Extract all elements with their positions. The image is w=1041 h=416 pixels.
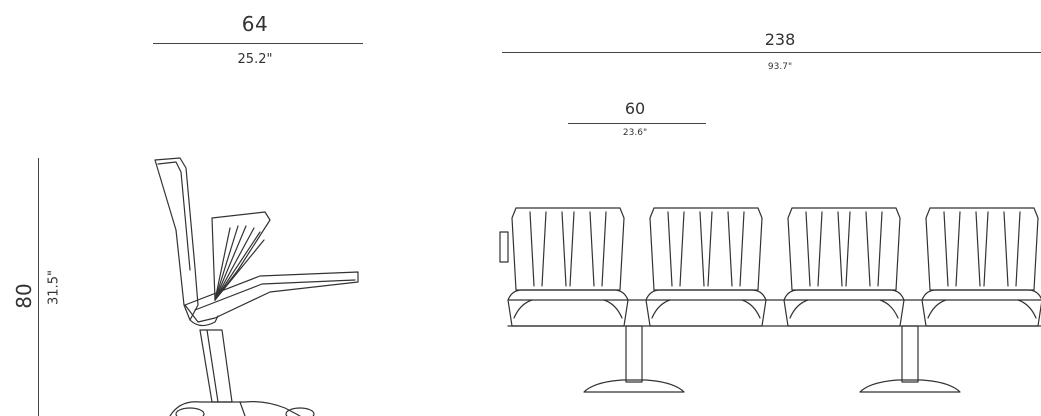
bench-seat <box>507 207 629 327</box>
bench-seat <box>783 207 905 327</box>
height-line <box>38 158 39 416</box>
row-width-cm: 238 <box>764 30 796 49</box>
bench-leg <box>583 325 685 393</box>
seat-width-in: 23.6" <box>622 128 648 138</box>
front-view-bench <box>499 207 1041 393</box>
side-depth-line <box>153 43 363 44</box>
side-view-chair <box>154 157 359 416</box>
side-depth-cm: 64 <box>241 12 269 36</box>
bench-leg <box>859 325 961 393</box>
seat-width-line <box>568 123 706 124</box>
seat-width-cm: 60 <box>624 99 646 118</box>
side-depth-in: 25.2" <box>237 52 273 67</box>
bench-seat <box>645 207 767 327</box>
row-width-in: 93.7" <box>767 62 793 72</box>
row-width-line <box>502 52 1041 53</box>
bench-seat <box>921 207 1041 327</box>
